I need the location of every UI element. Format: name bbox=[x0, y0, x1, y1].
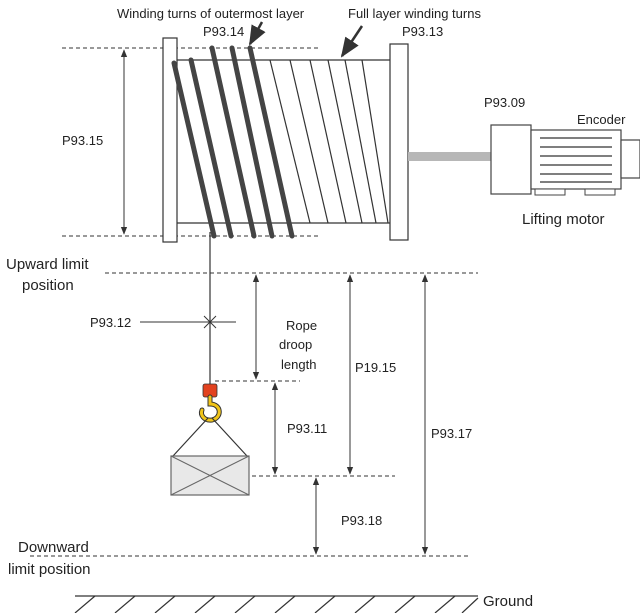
encoder-label: Encoder bbox=[577, 112, 626, 127]
rope-droop-label-line1: Rope bbox=[286, 318, 317, 333]
hatch-mark bbox=[274, 595, 296, 613]
hatch-mark bbox=[114, 595, 136, 613]
p19-15-label: P19.15 bbox=[355, 360, 396, 375]
drum bbox=[162, 37, 409, 243]
sling-left bbox=[172, 417, 209, 457]
downward-limit-label-line2: limit position bbox=[8, 561, 91, 578]
ground-label: Ground bbox=[483, 593, 533, 610]
hatch-mark bbox=[234, 595, 256, 613]
drum-left-flange bbox=[162, 37, 178, 243]
load-diagonal bbox=[170, 455, 250, 496]
load-box bbox=[170, 455, 250, 496]
full-layer-turn bbox=[289, 59, 329, 224]
crane-hook bbox=[199, 383, 222, 423]
rope-cross-mark bbox=[203, 315, 217, 329]
motor-flange bbox=[490, 124, 532, 195]
p93-13-label: P93.13 bbox=[402, 24, 443, 39]
lifting-motor bbox=[490, 124, 640, 196]
downward-limit-label-line1: Downward bbox=[18, 539, 89, 556]
outer-turn bbox=[171, 60, 217, 239]
p93-09-label: P93.09 bbox=[484, 95, 525, 110]
outer-turn bbox=[229, 45, 275, 239]
p93-14-label: P93.14 bbox=[203, 24, 244, 39]
full-layer-turn bbox=[361, 59, 389, 224]
hatch-mark bbox=[154, 595, 176, 613]
outer-turn bbox=[209, 45, 257, 239]
hatch-mark bbox=[461, 597, 479, 613]
full-layer-turn bbox=[269, 59, 311, 224]
p93-13-pointer-arrow bbox=[340, 25, 364, 58]
full-layer-turn bbox=[309, 59, 347, 224]
hatch-mark bbox=[434, 595, 456, 613]
outer-turn bbox=[188, 57, 234, 239]
motor-body bbox=[530, 129, 622, 190]
full-layer-turn bbox=[344, 59, 377, 224]
drive-shaft bbox=[408, 152, 491, 161]
drum-right-flange bbox=[389, 43, 409, 241]
outer-turn bbox=[247, 45, 295, 239]
full-layer-turn bbox=[327, 59, 363, 224]
hatch-mark bbox=[394, 595, 416, 613]
full-layer-label: Full layer winding turns bbox=[348, 6, 481, 21]
p93-14-pointer-arrow bbox=[248, 21, 266, 46]
encoder-housing bbox=[620, 139, 640, 179]
p93-15-label: P93.15 bbox=[62, 133, 103, 148]
sling-right bbox=[211, 417, 248, 457]
p93-11-label: P93.11 bbox=[287, 421, 327, 436]
hook-body bbox=[200, 395, 221, 422]
hatch-mark bbox=[314, 595, 336, 613]
p93-17-label: P93.17 bbox=[431, 426, 472, 441]
motor-foot-right bbox=[584, 188, 616, 196]
winding-outer-label: Winding turns of outermost layer bbox=[117, 6, 305, 21]
hatch-mark bbox=[194, 595, 216, 613]
rope-droop-label-line2: droop bbox=[279, 337, 312, 352]
rope-droop-label-line3: length bbox=[281, 357, 316, 372]
p93-18-label: P93.18 bbox=[341, 513, 382, 528]
motor-foot-left bbox=[534, 188, 566, 196]
upward-limit-label-line1: Upward limit bbox=[6, 256, 89, 273]
hatch-mark bbox=[354, 595, 376, 613]
upward-limit-label-line2: position bbox=[22, 277, 74, 294]
lifting-motor-label: Lifting motor bbox=[522, 211, 605, 228]
ground-hatching bbox=[74, 595, 479, 613]
hatch-mark bbox=[74, 595, 96, 613]
p93-12-label: P93.12 bbox=[90, 315, 131, 330]
